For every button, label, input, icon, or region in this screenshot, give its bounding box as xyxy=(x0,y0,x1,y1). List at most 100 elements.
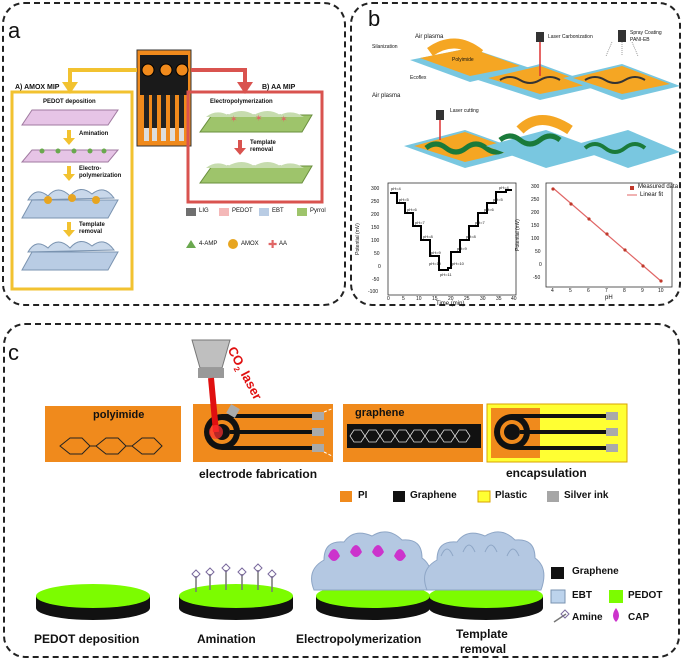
step-amination-c: Amination xyxy=(197,632,256,646)
step-pedot-deposition: PEDOT deposition xyxy=(43,99,96,105)
chart-right-xtick: 9 xyxy=(641,288,644,294)
chart-left-xtick: 20 xyxy=(448,296,454,302)
step-electro: Electro- xyxy=(79,166,102,172)
legend-lig: LIG xyxy=(199,208,209,214)
chart-left-ytick: -50 xyxy=(372,277,380,283)
chart-left-xtick: 40 xyxy=(511,296,517,302)
chart-right-xtick: 5 xyxy=(569,288,572,294)
step-electropolymerization-right: Electropolymerization xyxy=(210,99,273,105)
label-laser-cutting: Laser cutting xyxy=(450,108,479,114)
electrode-fabrication-label: electrode fabrication xyxy=(199,467,318,481)
chart-right-ytick: 50 xyxy=(535,249,541,255)
label-spray-coating: Spray Coating xyxy=(630,30,662,36)
legend-amox: AMOX xyxy=(241,241,259,247)
svg-text:✶: ✶ xyxy=(280,114,288,124)
step-template-right: Template xyxy=(250,140,276,146)
ph-step-label: pH=9 xyxy=(431,250,441,255)
ph-step-label: pH=4 xyxy=(391,186,401,191)
chart-left-ytick: -100 xyxy=(368,289,379,295)
panel-b-letter: b xyxy=(368,6,381,31)
panel-c-letter: c xyxy=(8,340,19,365)
step-template: Template xyxy=(79,222,105,228)
svg-text:✶: ✶ xyxy=(230,114,238,124)
panel-a xyxy=(2,2,346,306)
legend-ebt: EBT xyxy=(272,208,284,214)
label-laser-carbonization: Laser Carbonization xyxy=(548,34,593,40)
chart-left-ytick: 100 xyxy=(371,238,380,244)
chart-right-xtick: 4 xyxy=(551,288,554,294)
polyimide-label: polyimide xyxy=(93,409,145,421)
chart-left-xtick: 0 xyxy=(387,296,390,302)
chart-left-xlabel: Time (min) xyxy=(436,301,465,307)
step-electropolymerization-c: Electropolymerization xyxy=(296,632,422,646)
chart-right-xtick: 10 xyxy=(658,288,664,294)
panel-a-letter: a xyxy=(8,18,21,43)
material-legend-pi: PI xyxy=(358,490,368,501)
panel-b xyxy=(350,2,681,306)
mip-legend-cap: CAP xyxy=(628,612,650,623)
material-legend-silver-ink: Silver ink xyxy=(564,490,609,501)
chart-right-xtick: 6 xyxy=(587,288,590,294)
chart-right-ytick: -50 xyxy=(533,275,541,281)
encapsulation-label: encapsulation xyxy=(506,466,587,480)
chart-left-ytick: 300 xyxy=(371,186,380,192)
chart-left-xtick: 35 xyxy=(496,296,502,302)
legend-pedot: PEDOT xyxy=(232,208,253,214)
step-template-c: Template xyxy=(456,627,508,641)
chart-left-xtick: 15 xyxy=(432,296,438,302)
ph-step-label: pH=7 xyxy=(475,220,485,225)
chart-right-ytick: 250 xyxy=(531,197,540,203)
chart-right-xtick: 8 xyxy=(623,288,626,294)
amox-mip-title: A) AMOX MIP xyxy=(15,84,60,91)
ph-step-label: pH=5 xyxy=(399,197,409,202)
panel-c xyxy=(3,323,680,658)
chart-right-xlabel: pH xyxy=(605,295,613,301)
chart-left-ytick: 150 xyxy=(371,225,380,231)
step-removal-c: removal xyxy=(460,642,507,656)
label-air-plasma-bottom: Air plasma xyxy=(372,93,401,99)
step-polymerization: polymerization xyxy=(79,173,122,179)
material-legend-plastic: Plastic xyxy=(495,490,528,501)
mip-legend-ebt: EBT xyxy=(572,590,592,601)
chart-right-ytick: 200 xyxy=(531,210,540,216)
chart-left-ytick: 200 xyxy=(371,212,380,218)
mip-legend-graphene: Graphene xyxy=(572,566,619,577)
chart-right-ytick: 300 xyxy=(531,184,540,190)
ph-step-label: pH=5 xyxy=(493,197,503,202)
ph-step-label: pH=11 xyxy=(440,272,452,277)
legend-pyrrol: Pyrrol xyxy=(310,208,326,214)
legend-aa: AA xyxy=(279,241,288,247)
chart-left-ytick: 250 xyxy=(371,199,380,205)
chart-left-ytick: 0 xyxy=(378,264,381,270)
chart-right-xtick: 7 xyxy=(605,288,608,294)
ph-step-label: pH=7 xyxy=(415,220,425,225)
graphene-label: graphene xyxy=(355,407,405,419)
aa-mip-title: B) AA MIP xyxy=(262,84,296,91)
chart-left-xtick: 25 xyxy=(464,296,470,302)
ph-step-label: pH=10 xyxy=(429,261,441,266)
legend-4amp: 4-AMP xyxy=(199,241,218,247)
chart-right-ytick: 100 xyxy=(531,236,540,242)
ph-step-label: pH=6 xyxy=(407,207,417,212)
step-pedot-deposition-c: PEDOT deposition xyxy=(34,632,140,646)
label-ecoflex: Ecoflex xyxy=(410,75,427,81)
legend-measured-data: Measured data xyxy=(638,184,679,190)
svg-text:✶: ✶ xyxy=(255,113,263,123)
chart-right-ytick: 0 xyxy=(539,262,542,268)
material-legend-graphene: Graphene xyxy=(410,490,457,501)
chart-right-ytick: 150 xyxy=(531,223,540,229)
label-pani-eb: PANI-EB xyxy=(630,37,650,43)
step-removal: removal xyxy=(79,229,103,235)
mip-legend-pedot: PEDOT xyxy=(628,590,663,601)
ph-step-label: pH=4 xyxy=(499,185,509,190)
label-silanization: Silanization xyxy=(372,44,398,50)
step-amination: Amination xyxy=(79,131,109,137)
chart-left-ytick: 50 xyxy=(374,251,380,257)
label-polyimide: Polyimide xyxy=(452,57,474,63)
ph-step-label: pH=8 xyxy=(423,234,433,239)
ph-step-label: pH=10 xyxy=(452,261,464,266)
ph-step-label: pH=8 xyxy=(466,234,476,239)
